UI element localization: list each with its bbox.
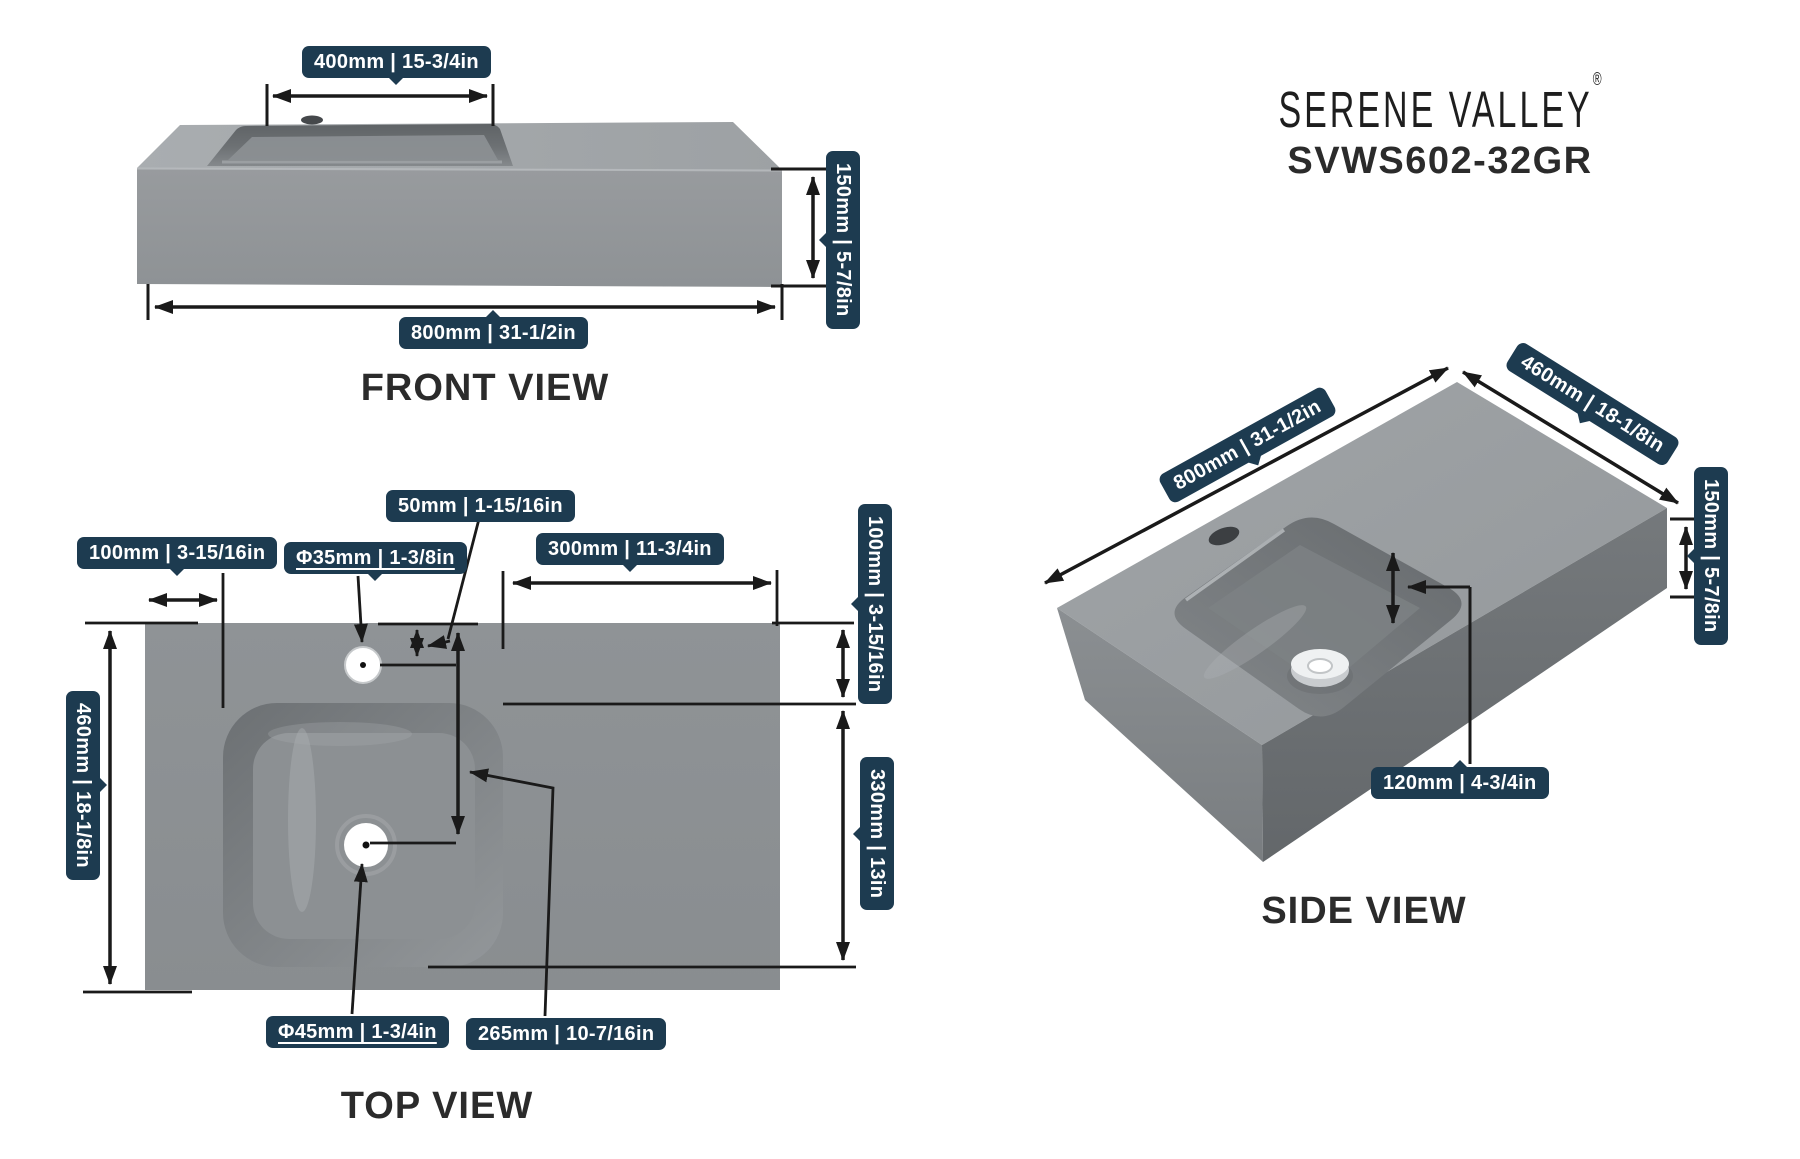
side-view-dimensions xyxy=(1044,366,1717,764)
top-view-title: TOP VIEW xyxy=(340,1085,534,1127)
brand-block: SERENE VALLEY® SVWS602-32GR xyxy=(1240,70,1640,180)
label-pointer xyxy=(484,301,503,319)
top-view-drawing xyxy=(145,623,780,990)
faucet-hole xyxy=(344,646,382,684)
dim-label-drain-center-distance: 265mm | 10-7/16in xyxy=(466,1018,667,1050)
dim-label-right-counter-width: 300mm | 11-3/4in xyxy=(536,533,724,572)
dim-label-basin-depth: 120mm | 4-3/4in xyxy=(1371,760,1549,799)
dim-label-faucet-hole-diameter: Φ35mm | 1-3/8in xyxy=(284,542,467,581)
label-pointer xyxy=(842,595,860,614)
label-pointer xyxy=(98,776,116,795)
dim-label-side-height: 150mm | 5-7/8in xyxy=(1687,467,1728,645)
brand-logo: SERENE VALLEY® xyxy=(1240,70,1640,136)
front-view-title: FRONT VIEW xyxy=(360,367,610,409)
front-view-drawing xyxy=(136,115,783,287)
dim-label-basin-length: 330mm | 13in xyxy=(853,757,894,911)
top-view-dimensions xyxy=(83,518,856,1017)
dim-label-faucet-setback: 50mm | 1-15/16in xyxy=(386,490,575,522)
side-view-drawing xyxy=(1057,382,1667,862)
dim-label-basin-top-offset: 100mm | 3-15/16in xyxy=(851,504,892,705)
brand-name: SERENE VALLEY xyxy=(1278,82,1593,139)
label-pointer xyxy=(1678,546,1696,565)
dim-label-front-width: 800mm | 31-1/2in xyxy=(399,310,588,349)
dim-label-front-basin-width: 400mm | 15-3/4in xyxy=(302,46,491,85)
registered-mark-icon: ® xyxy=(1592,68,1602,90)
drain-hole xyxy=(335,814,397,876)
dim-label-drain-hole-diameter: Φ45mm | 1-3/4in xyxy=(266,1016,449,1048)
label-pointer xyxy=(168,567,187,585)
label-pointer xyxy=(366,572,385,590)
label-pointer xyxy=(1450,751,1469,769)
brand-model: SVWS602-32GR xyxy=(1287,140,1593,182)
faucet-hole xyxy=(301,115,323,125)
label-pointer xyxy=(810,230,828,249)
dim-label-top-left-offset: 100mm | 3-15/16in xyxy=(77,537,278,576)
side-view-title: SIDE VIEW xyxy=(1261,890,1467,932)
front-view-dimensions xyxy=(146,84,833,320)
dim-label-front-height: 150mm | 5-7/8in xyxy=(819,151,860,329)
drain-hole xyxy=(1287,649,1353,694)
label-pointer xyxy=(387,76,406,94)
dim-label-top-depth: 460mm | 18-1/8in xyxy=(66,691,107,880)
label-pointer xyxy=(844,824,862,843)
label-pointer xyxy=(620,563,639,581)
